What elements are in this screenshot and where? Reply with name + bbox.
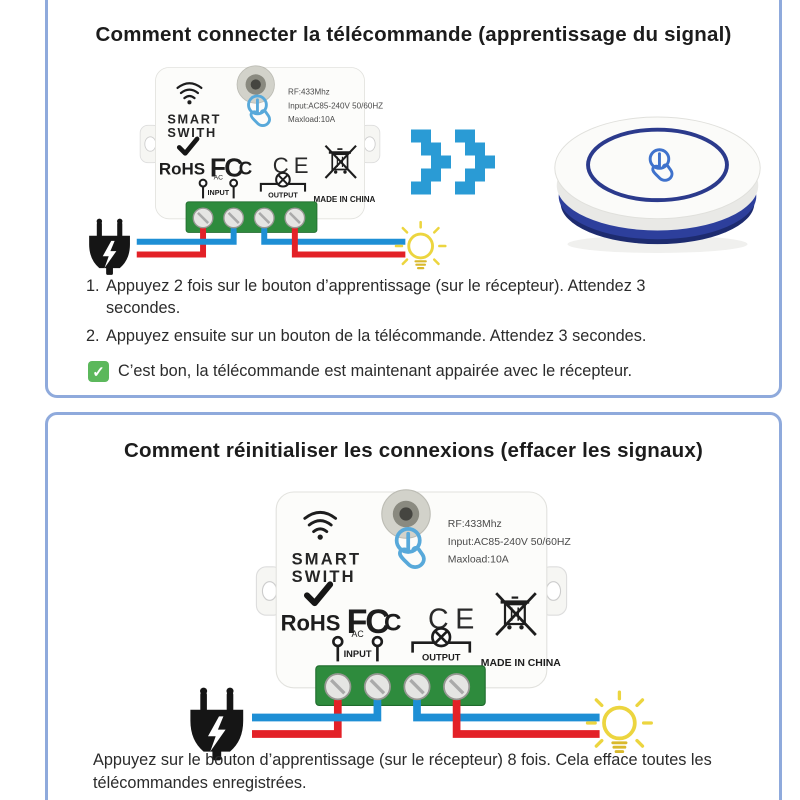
wiring-illustration: SMART SWITH RF:433Mhz Input:AC85-240V 50…	[190, 489, 653, 761]
made-in-china-label: MADE IN CHINA	[481, 658, 561, 669]
reset-title: Comment réinitialiser les connexions (ef…	[124, 439, 703, 462]
success-row: ✓ C’est bon, la télécommande est mainten…	[88, 361, 632, 382]
svg-text:Input:AC85-240V 50/60HZ: Input:AC85-240V 50/60HZ	[288, 101, 383, 110]
made-in-china-label: MADE IN CHINA	[314, 195, 376, 204]
remote-ring	[586, 127, 729, 203]
svg-text:RF:433Mhz: RF:433Mhz	[288, 88, 330, 97]
fcc-logo: FC C	[210, 152, 252, 182]
rohs-check-icon	[176, 136, 200, 156]
reset-instruction-text: Appuyez sur le bouton d’apprentissage (s…	[93, 751, 712, 793]
touch-finger-icon	[394, 526, 426, 569]
learning-button-icon	[381, 489, 431, 539]
double-chevron-icon	[411, 129, 495, 195]
step-number: 1.	[86, 277, 100, 295]
input-label: INPUT	[344, 649, 372, 659]
device-specs: RF:433Mhz Input:AC85-240V 50/60HZ Maxloa…	[448, 519, 572, 565]
svg-text:Maxload:10A: Maxload:10A	[448, 554, 509, 565]
output-lamp-icon	[259, 171, 307, 192]
wire-live-in	[136, 230, 207, 258]
power-plug-icon	[89, 218, 130, 275]
pairing-title: Comment connecter la télécommande (appre…	[95, 23, 732, 46]
wire-live-in	[252, 703, 342, 738]
touch-finger-icon	[247, 94, 271, 127]
step-item: 2. Appuyez ensuite sur un bouton de la t…	[86, 325, 711, 347]
light-bulb-icon	[394, 220, 447, 270]
step-text: Appuyez 2 fois sur le bouton d’apprentis…	[106, 277, 646, 318]
ac-label: AC	[214, 175, 224, 182]
wifi-icon	[303, 510, 338, 540]
svg-text:FC: FC	[347, 603, 390, 641]
weee-bin-icon	[324, 144, 357, 179]
remote-control	[554, 116, 761, 253]
ac-label: AC	[351, 629, 364, 639]
rohs-check-icon	[303, 581, 334, 607]
terminal-block	[315, 665, 486, 706]
wire-live-out	[291, 230, 406, 258]
wire-neutral-out	[413, 703, 600, 722]
svg-text:Input:AC85-240V 50/60HZ: Input:AC85-240V 50/60HZ	[448, 537, 572, 548]
brand-line1: SMART	[167, 112, 221, 127]
remote-touch-icon	[648, 148, 674, 182]
chevron-1	[411, 129, 451, 195]
brand-line2: SWITH	[292, 568, 356, 586]
svg-text:C: C	[239, 158, 253, 179]
terminal-block	[185, 201, 318, 233]
rohs-label: RoHS	[281, 611, 341, 636]
svg-text:FC: FC	[210, 152, 243, 182]
success-text: C’est bon, la télécommande est maintenan…	[118, 362, 633, 380]
wire-neutral-in	[252, 703, 382, 722]
output-lamp-icon	[411, 627, 472, 653]
brand-line1: SMART	[292, 551, 362, 569]
svg-text:Maxload:10A: Maxload:10A	[288, 115, 336, 124]
device-specs: RF:433Mhz Input:AC85-240V 50/60HZ Maxloa…	[288, 88, 383, 124]
smart-switch-device: SMART SWITH RF:433Mhz Input:AC85-240V 50…	[139, 65, 383, 233]
panel-pairing: Comment connecter la télécommande (appre…	[45, 0, 782, 398]
wire-neutral-in	[136, 230, 237, 245]
fcc-logo: FC C	[347, 603, 402, 641]
lightning-bolt-icon	[102, 240, 117, 269]
pairing-steps: 1. Appuyez 2 fois sur le bouton d’appren…	[86, 275, 711, 352]
input-pin-icon	[332, 635, 384, 662]
step-number: 2.	[86, 326, 100, 345]
svg-text:C: C	[384, 610, 401, 637]
rohs-label: RoHS	[159, 160, 205, 179]
learning-button-icon	[236, 65, 275, 104]
wire-neutral-out	[261, 230, 406, 245]
wire-live-out	[452, 703, 600, 738]
smart-switch-device: SMART SWITH RF:433Mhz Input:AC85-240V 50…	[255, 489, 572, 706]
panel-reset: Comment réinitialiser les connexions (ef…	[45, 412, 782, 800]
lightning-bolt-icon	[208, 716, 226, 752]
step-item: 1. Appuyez 2 fois sur le bouton d’appren…	[86, 275, 711, 320]
weee-bin-icon	[495, 592, 537, 636]
green-check-icon: ✓	[88, 361, 109, 382]
step-text: Appuyez ensuite sur un bouton de la télé…	[106, 326, 647, 345]
input-pin-icon	[198, 178, 239, 199]
chevron-2	[455, 129, 495, 195]
brand-line2: SWITH	[167, 125, 217, 140]
wires	[136, 230, 406, 258]
power-plug-icon	[190, 687, 244, 761]
input-label: INPUT	[208, 188, 230, 197]
output-label: OUTPUT	[268, 191, 298, 200]
wires	[252, 703, 600, 738]
wifi-icon	[176, 82, 203, 105]
light-bulb-icon	[585, 690, 653, 754]
output-label: OUTPUT	[422, 652, 461, 662]
svg-text:RF:433Mhz: RF:433Mhz	[448, 519, 502, 530]
wiring-illustration: SMART SWITH RF:433Mhz Input:AC85-240V 50…	[89, 65, 447, 275]
